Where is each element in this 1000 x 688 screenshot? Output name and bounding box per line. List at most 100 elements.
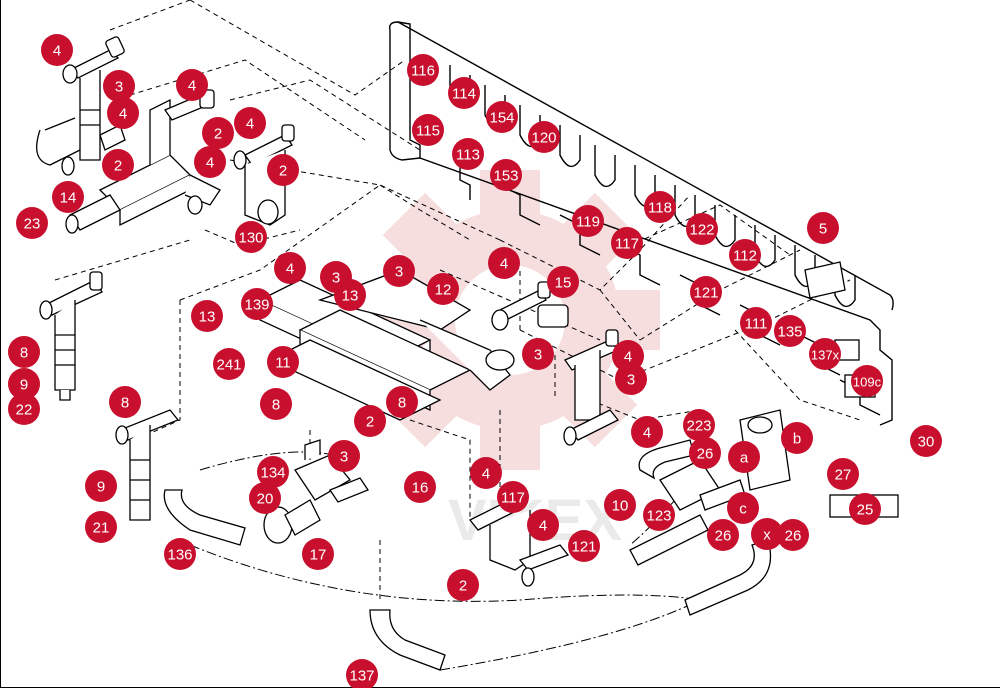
callout-circle (328, 440, 360, 472)
callout-circle (334, 279, 366, 311)
callout-label: 121 (571, 539, 596, 556)
callout-circle (202, 117, 234, 149)
callout-circle (109, 386, 141, 418)
callout-c036: 12 (427, 273, 459, 305)
callout-c063: 121 (568, 530, 600, 562)
callout-label: 9 (97, 479, 105, 496)
callout-circle (452, 138, 484, 170)
callout-label: 22 (16, 402, 33, 419)
callout-c058: 17 (302, 538, 334, 570)
callout-circle (102, 149, 134, 181)
callout-circle (683, 409, 715, 441)
callout-circle (707, 519, 739, 551)
callout-c068: a (728, 441, 760, 473)
callout-circle (690, 276, 722, 308)
callout-c039: 139 (241, 288, 273, 320)
callout-label: 4 (482, 466, 490, 483)
callout-label: 16 (412, 480, 429, 497)
callout-c079: 4 (612, 340, 644, 372)
callout-c004: 2 (102, 149, 134, 181)
callout-circle (612, 340, 644, 372)
callout-c046: 8 (386, 386, 418, 418)
callout-label: c (739, 501, 747, 518)
callout-c043: 3 (522, 338, 554, 370)
callout-circle (643, 499, 675, 531)
callout-label: 120 (531, 130, 556, 147)
callout-label: 27 (835, 467, 852, 484)
callout-circle (8, 336, 40, 368)
callout-c014: 116 (407, 54, 439, 86)
callout-c054: 136 (164, 538, 196, 570)
callout-c061: 117 (497, 481, 529, 513)
callout-circle (490, 159, 522, 191)
callout-label: 15 (555, 275, 572, 292)
callout-label: 123 (646, 508, 671, 525)
callout-circle (257, 456, 289, 488)
callout-circle (568, 530, 600, 562)
callout-circle (644, 191, 676, 223)
callout-label: 4 (286, 261, 294, 278)
callout-label: 26 (785, 528, 802, 545)
callout-circle (260, 388, 292, 420)
callout-label: 223 (686, 418, 711, 435)
callout-label: 5 (819, 221, 827, 238)
callout-c031: 109c (851, 365, 883, 397)
callout-label: 30 (918, 434, 935, 451)
callout-circle (274, 252, 306, 284)
callout-circle (85, 470, 117, 502)
callout-c019: 113 (452, 138, 484, 170)
callout-circle (497, 481, 529, 513)
callout-c015: 114 (448, 77, 480, 109)
callout-circle (302, 538, 334, 570)
callout-label: 2 (214, 126, 222, 143)
callout-c048: 8 (8, 336, 40, 368)
callout-c070: 10 (604, 489, 636, 521)
callout-circle (41, 34, 73, 66)
callout-c052: 9 (85, 470, 117, 502)
callout-c029: 135 (774, 315, 806, 347)
callout-circle (528, 121, 560, 153)
callout-c051: 8 (109, 386, 141, 418)
callout-label: 3 (534, 347, 542, 364)
callout-c007: 4 (176, 69, 208, 101)
callout-circle (727, 492, 759, 524)
callout-c021: 118 (644, 191, 676, 223)
callout-label: 113 (456, 147, 480, 164)
callout-circle (527, 509, 559, 541)
callout-circle (781, 422, 813, 454)
callout-label: 12 (435, 282, 452, 299)
callout-circle (572, 205, 604, 237)
callout-c077: 137 (346, 659, 378, 688)
fittings (36, 36, 899, 671)
callout-circle (16, 207, 48, 239)
callout-c034: 3 (383, 255, 415, 287)
callout-circle (234, 107, 266, 139)
callout-circle (407, 54, 439, 86)
callout-c010: 4 (194, 146, 226, 178)
callout-c018: 115 (412, 114, 444, 146)
callout-c038: 15 (547, 266, 579, 298)
callout-label: 115 (416, 123, 440, 140)
callout-label: 134 (260, 465, 285, 482)
callout-circle (52, 181, 84, 213)
callout-label: 116 (411, 63, 435, 80)
callout-circle (488, 247, 520, 279)
callout-c012: 130 (235, 221, 267, 253)
callout-label: 117 (615, 236, 639, 253)
callout-circle (249, 482, 281, 514)
callout-label: 4 (624, 349, 632, 366)
callout-circle (809, 338, 841, 370)
callout-label: 137 (349, 668, 374, 685)
callout-c055: 134 (257, 456, 289, 488)
callout-label: 153 (493, 168, 518, 185)
callout-c078: 4 (631, 416, 663, 448)
callout-c009: 4 (234, 107, 266, 139)
callout-label: 117 (501, 490, 525, 507)
callout-label: 26 (697, 446, 714, 463)
callout-circle (194, 146, 226, 178)
callout-c047: 2 (354, 405, 386, 437)
callout-circle (807, 212, 839, 244)
callout-c030: 137x (809, 338, 841, 370)
callout-c071: 123 (643, 499, 675, 531)
